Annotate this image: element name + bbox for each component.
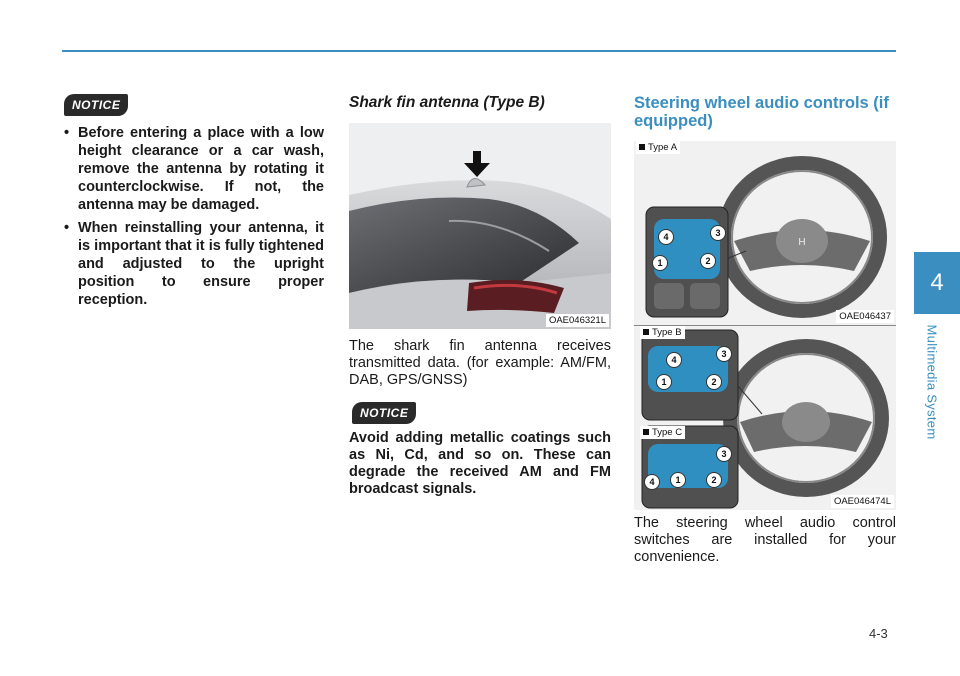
steering-type-a-image: H Type A 4 3 1 2 OAE046437: [634, 141, 896, 325]
bullet-item-1: Before entering a place with a low heigh…: [62, 124, 324, 214]
steering-body: The steering wheel audio control switche…: [634, 515, 896, 565]
shark-fin-heading: Shark fin antenna (Type B): [349, 94, 545, 111]
callout-3-c: 3: [716, 446, 732, 462]
steering-heading: Steering wheel audio controls (if equipp…: [634, 94, 889, 130]
left-column: Before entering a place with a low heigh…: [62, 124, 324, 314]
type-c-label: Type C: [640, 426, 686, 439]
type-a-label: Type A: [636, 141, 681, 154]
callout-4-c: 4: [644, 474, 660, 490]
chapter-side-label: Multimedia System: [917, 312, 947, 452]
svg-text:H: H: [798, 237, 805, 248]
car-roof-photo: OAE046321L: [349, 123, 611, 329]
chapter-number: 4: [930, 269, 944, 296]
down-arrow-icon: [464, 163, 490, 177]
image-divider: [634, 325, 896, 326]
square-bullet-icon: [643, 329, 649, 336]
bullet-item-2: When reinstalling your antenna, it is im…: [62, 219, 324, 309]
callout-1-a: 1: [652, 255, 668, 271]
page-number: 4-3: [869, 626, 888, 641]
square-bullet-icon: [643, 429, 649, 436]
steering-wheel-a: H: [634, 141, 896, 325]
notice-bullet-list: Before entering a place with a low heigh…: [62, 124, 324, 309]
type-c-text: Type C: [652, 427, 683, 438]
callout-4-a: 4: [658, 229, 674, 245]
callout-1-b: 1: [656, 374, 672, 390]
callout-1-c: 1: [670, 472, 686, 488]
image-code-a: OAE046437: [836, 310, 894, 323]
arrow-stem: [473, 151, 481, 165]
notice-text-coatings: Avoid adding metallic coatings such as N…: [349, 430, 611, 497]
callout-2-b: 2: [706, 374, 722, 390]
callout-4-b: 4: [666, 352, 682, 368]
callout-3-a: 3: [710, 225, 726, 241]
type-a-text: Type A: [648, 142, 678, 153]
notice-badge-1: NOTICE: [64, 94, 129, 116]
type-b-text: Type B: [652, 327, 682, 338]
image-code-shark: OAE046321L: [545, 314, 609, 327]
chapter-tab: 4: [914, 252, 960, 314]
callout-3-b: 3: [716, 346, 732, 362]
type-b-label: Type B: [640, 326, 685, 339]
car-illustration: [349, 123, 611, 329]
notice-badge-2: NOTICE: [352, 402, 417, 424]
steering-type-bc-image: Type B Type C 4 3 1 2 3 4 1 2 OAE046474L: [634, 326, 896, 510]
shark-fin-body: The shark fin antenna receives transmitt…: [349, 338, 611, 388]
callout-2-c: 2: [706, 472, 722, 488]
image-code-bc: OAE046474L: [830, 495, 894, 508]
callout-2-a: 2: [700, 253, 716, 269]
chapter-title: Multimedia System: [924, 324, 940, 440]
square-bullet-icon: [639, 144, 645, 151]
header-rule: [62, 50, 896, 52]
